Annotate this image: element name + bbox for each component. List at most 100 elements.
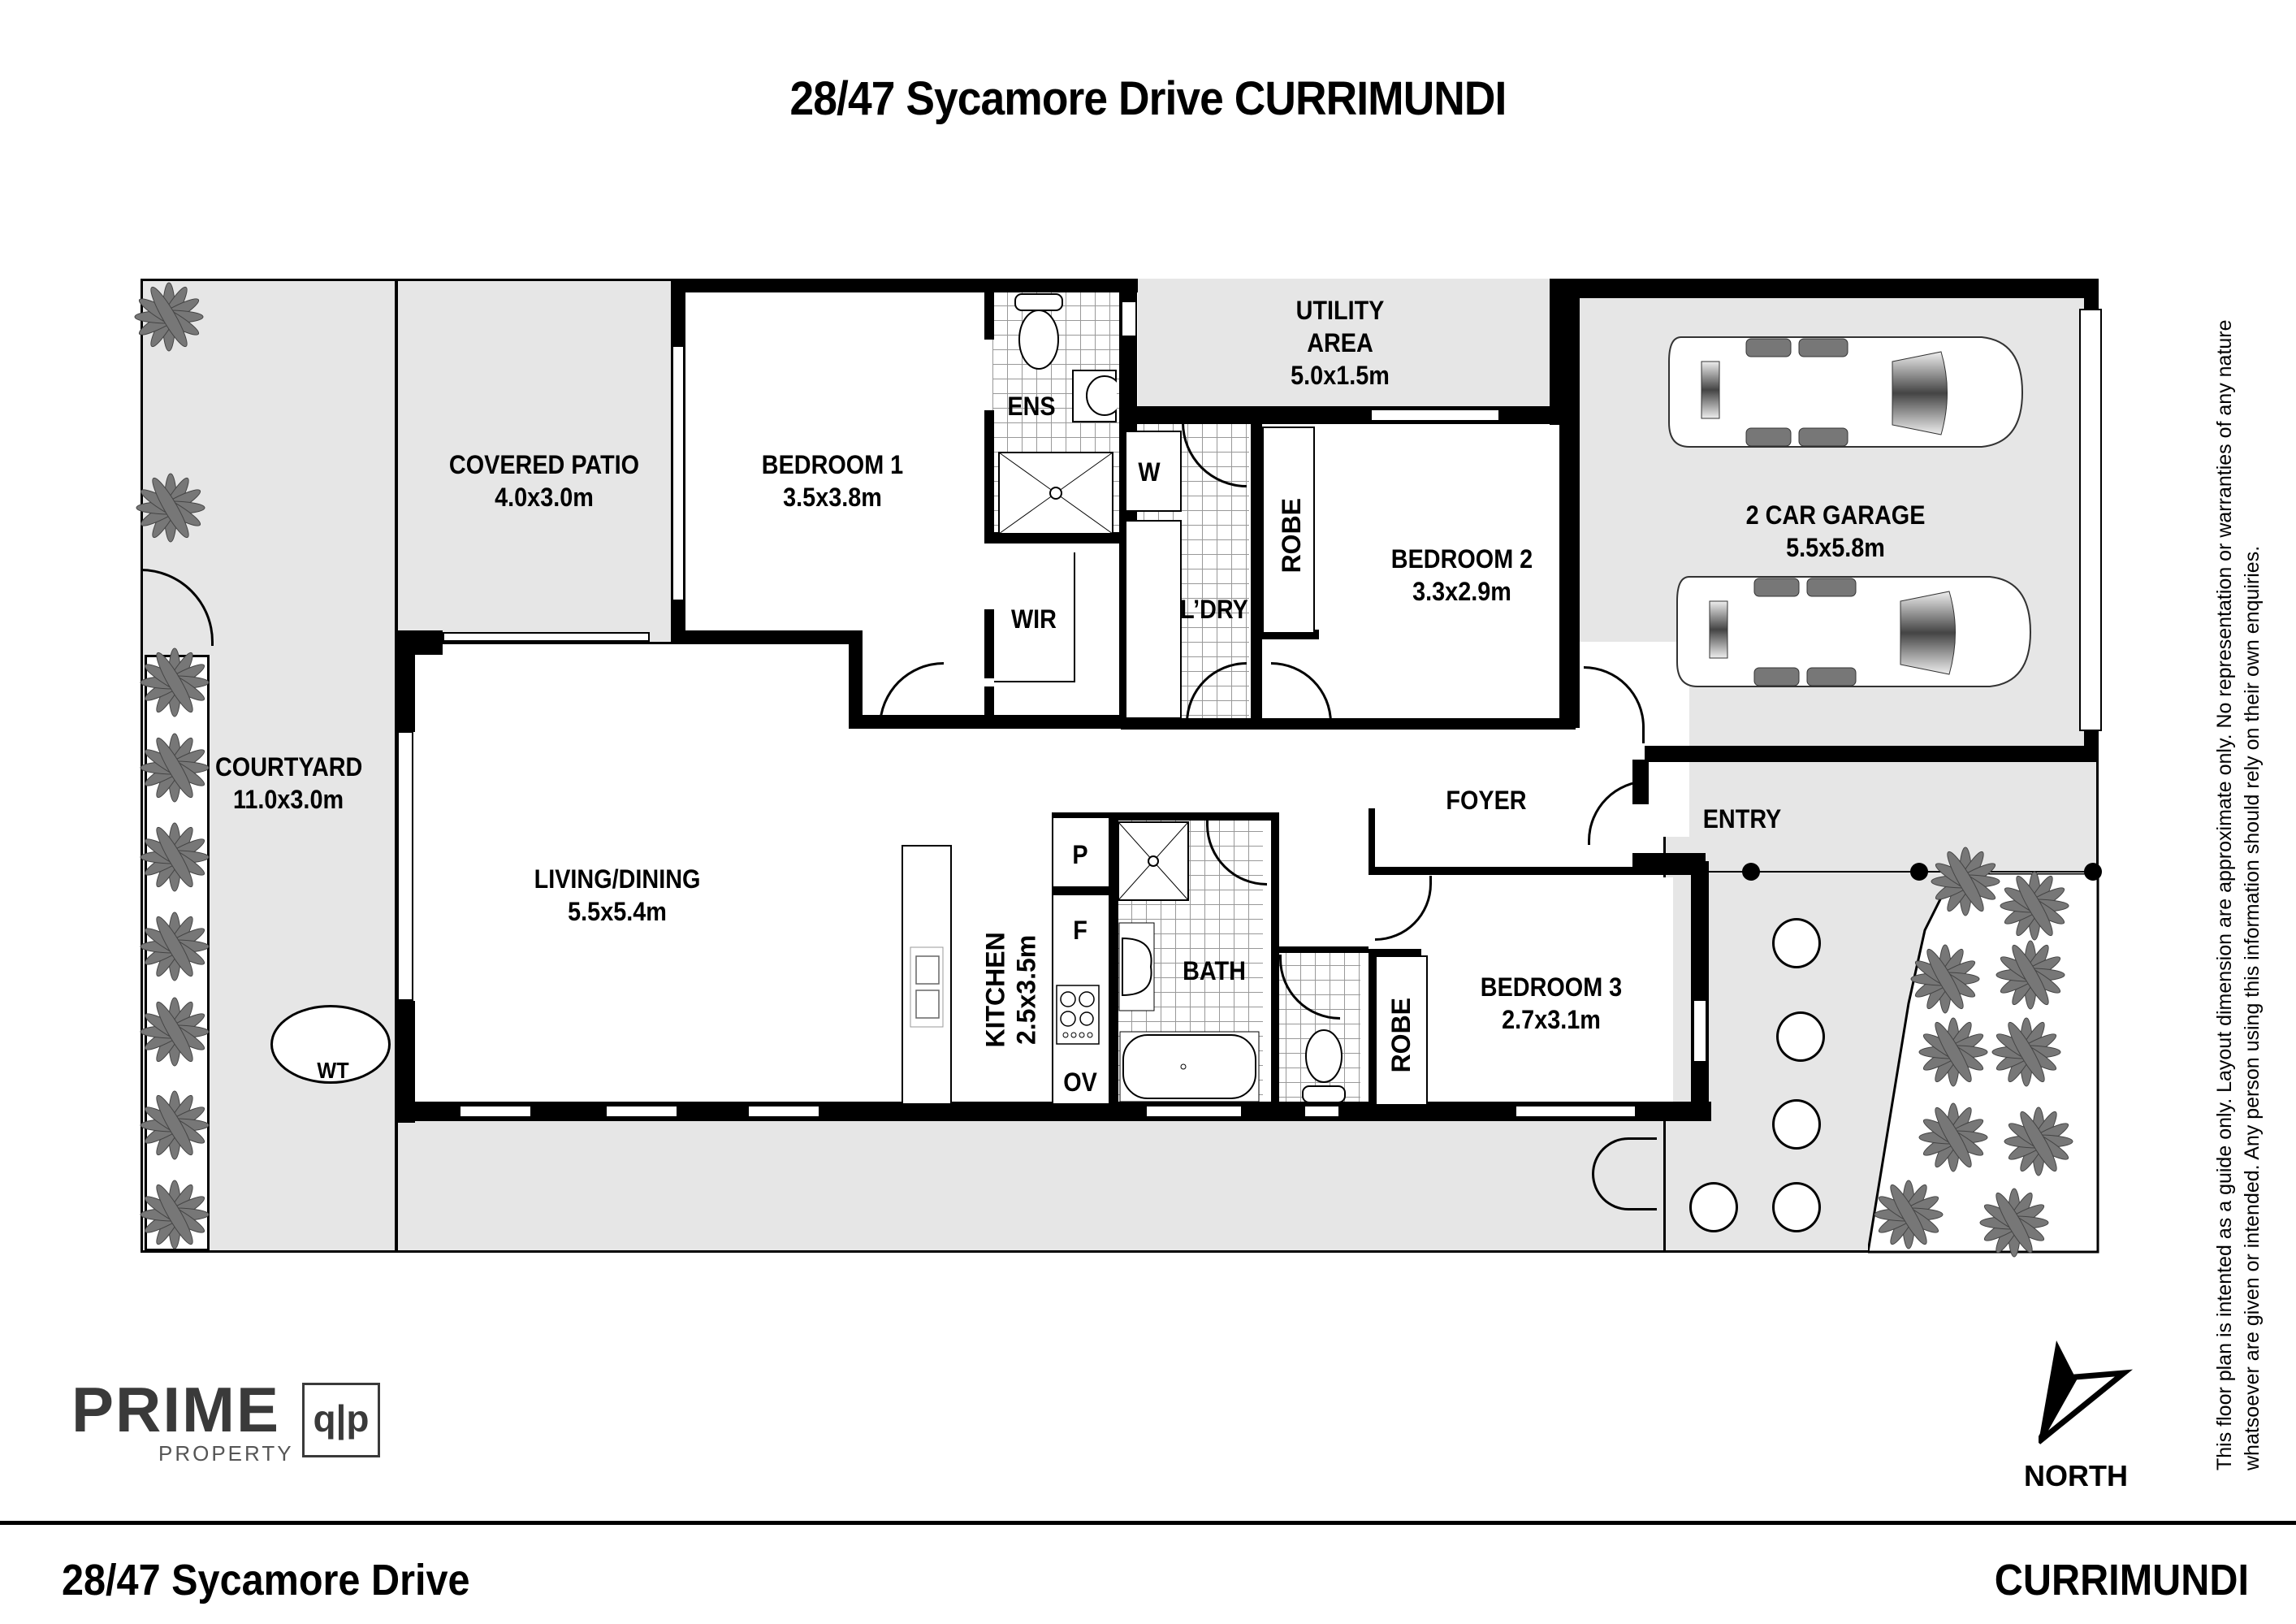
living-floor	[418, 650, 906, 1105]
water-tank	[270, 1005, 391, 1084]
wall	[1052, 812, 1278, 821]
plant-icon	[134, 282, 204, 352]
room-entry: ENTRY	[1702, 804, 1782, 834]
wall	[984, 291, 994, 340]
sliding-door	[443, 632, 650, 642]
window	[747, 1105, 820, 1118]
footer-divider	[0, 1521, 2296, 1525]
plant-icon	[140, 1090, 210, 1160]
room-kitchen: KITCHEN 2.5x3.5m	[980, 932, 1041, 1048]
utility-area	[1138, 279, 1559, 410]
wall	[396, 630, 415, 732]
room-bedroom3: BEDROOM 3 2.7x3.1m	[1480, 972, 1623, 1034]
wall	[1271, 812, 1279, 1105]
car-icon	[1668, 336, 2024, 448]
wall	[1571, 279, 2099, 298]
wall	[1110, 812, 1118, 1105]
window	[605, 1105, 678, 1118]
wall	[1369, 808, 1375, 873]
wall	[1369, 949, 1375, 1107]
footer-suburb: CURRIMUNDI	[1994, 1556, 2249, 1605]
wall	[1369, 949, 1421, 955]
page-title: 28/47 Sycamore Drive CURRIMUNDI	[789, 72, 1507, 125]
post	[2084, 863, 2102, 881]
window	[1370, 409, 1500, 422]
plant-icon	[140, 733, 210, 803]
window	[397, 731, 413, 1001]
wall	[1559, 279, 1580, 728]
toilet-wc-icon	[1302, 1029, 1346, 1103]
bedroom2-floor	[1267, 427, 1572, 727]
plant-icon	[1931, 847, 2000, 916]
wir-shelf	[994, 552, 1075, 682]
covered-patio-area	[396, 279, 675, 644]
logo-sub: PROPERTY	[158, 1441, 294, 1466]
wall	[1691, 861, 1709, 1119]
shower-ensuite-icon	[998, 452, 1113, 535]
wall	[1052, 886, 1117, 894]
wall	[984, 609, 994, 678]
room-oven: OV	[1063, 1068, 1097, 1097]
north-arrow-icon	[2039, 1340, 2134, 1444]
window	[1515, 1105, 1637, 1118]
toilet-ensuite-icon	[1014, 293, 1063, 370]
room-pantry: P	[1072, 840, 1088, 869]
room-bath: BATH	[1183, 956, 1246, 985]
laundry-bench	[1125, 520, 1182, 719]
basin-ensuite-icon	[1072, 370, 1117, 422]
fence-line	[1709, 871, 2099, 873]
window	[1693, 999, 1707, 1063]
pantry-box	[1052, 816, 1110, 888]
shower-bath-icon	[1118, 821, 1189, 901]
wall	[671, 630, 863, 644]
robe3-box	[1375, 955, 1428, 1106]
plant-icon	[140, 647, 210, 717]
wall	[984, 686, 994, 727]
plant-icon	[2004, 1106, 2073, 1176]
room-robe2: ROBE	[1276, 497, 1306, 574]
bathtub-icon	[1119, 1031, 1260, 1102]
room-courtyard: COURTYARD 11.0x3.0m	[215, 752, 363, 814]
room-ens: ENS	[1007, 392, 1056, 421]
plant-icon	[1991, 1017, 2061, 1087]
window	[459, 1105, 532, 1118]
bedroom1-floor	[685, 291, 993, 642]
cooktop-icon	[1056, 985, 1100, 1045]
plant-icon	[1995, 940, 2065, 1010]
wall	[849, 630, 863, 728]
kitchen-island	[902, 845, 952, 1105]
plant-icon	[136, 473, 205, 543]
door-side-gate	[1592, 1137, 1657, 1210]
window	[1121, 301, 1137, 337]
room-bedroom1: BEDROOM 1 3.5x3.8m	[761, 450, 904, 512]
window	[1145, 1105, 1243, 1118]
plant-icon	[2000, 871, 2069, 941]
plant-icon	[1918, 1102, 1988, 1172]
logo-mark-icon: q|p	[302, 1383, 380, 1457]
stepping-stone	[1776, 1011, 1825, 1062]
wall	[1251, 414, 1262, 728]
bottom-walkway	[396, 1113, 1666, 1253]
logo-brand: PRIME	[71, 1374, 281, 1445]
car-icon	[1676, 576, 2032, 687]
room-utility: UTILITY AREA 5.0x1.5m	[1291, 296, 1390, 390]
post	[1742, 863, 1760, 881]
wall	[1369, 867, 1706, 875]
plant-icon	[1979, 1188, 2049, 1258]
room-living: LIVING/DINING 5.5x5.4m	[534, 864, 701, 926]
plant-icon	[1874, 1180, 1944, 1249]
water-tank-label: WT	[317, 1058, 349, 1083]
stepping-stone	[1772, 918, 1821, 968]
room-robe3: ROBE	[1386, 997, 1416, 1073]
stepping-stone	[1689, 1182, 1738, 1232]
room-laundry: L’DRY	[1180, 595, 1248, 624]
window	[672, 345, 685, 601]
post	[1910, 863, 1928, 881]
room-fridge: F	[1073, 916, 1087, 945]
room-wir: WIR	[1011, 604, 1057, 634]
disclaimer-text: This floor plan is intented as a guide o…	[2213, 319, 2264, 1470]
room-bedroom2: BEDROOM 2 3.3x2.9m	[1390, 544, 1533, 606]
window	[1304, 1105, 1340, 1118]
stepping-stone	[1772, 1182, 1821, 1232]
